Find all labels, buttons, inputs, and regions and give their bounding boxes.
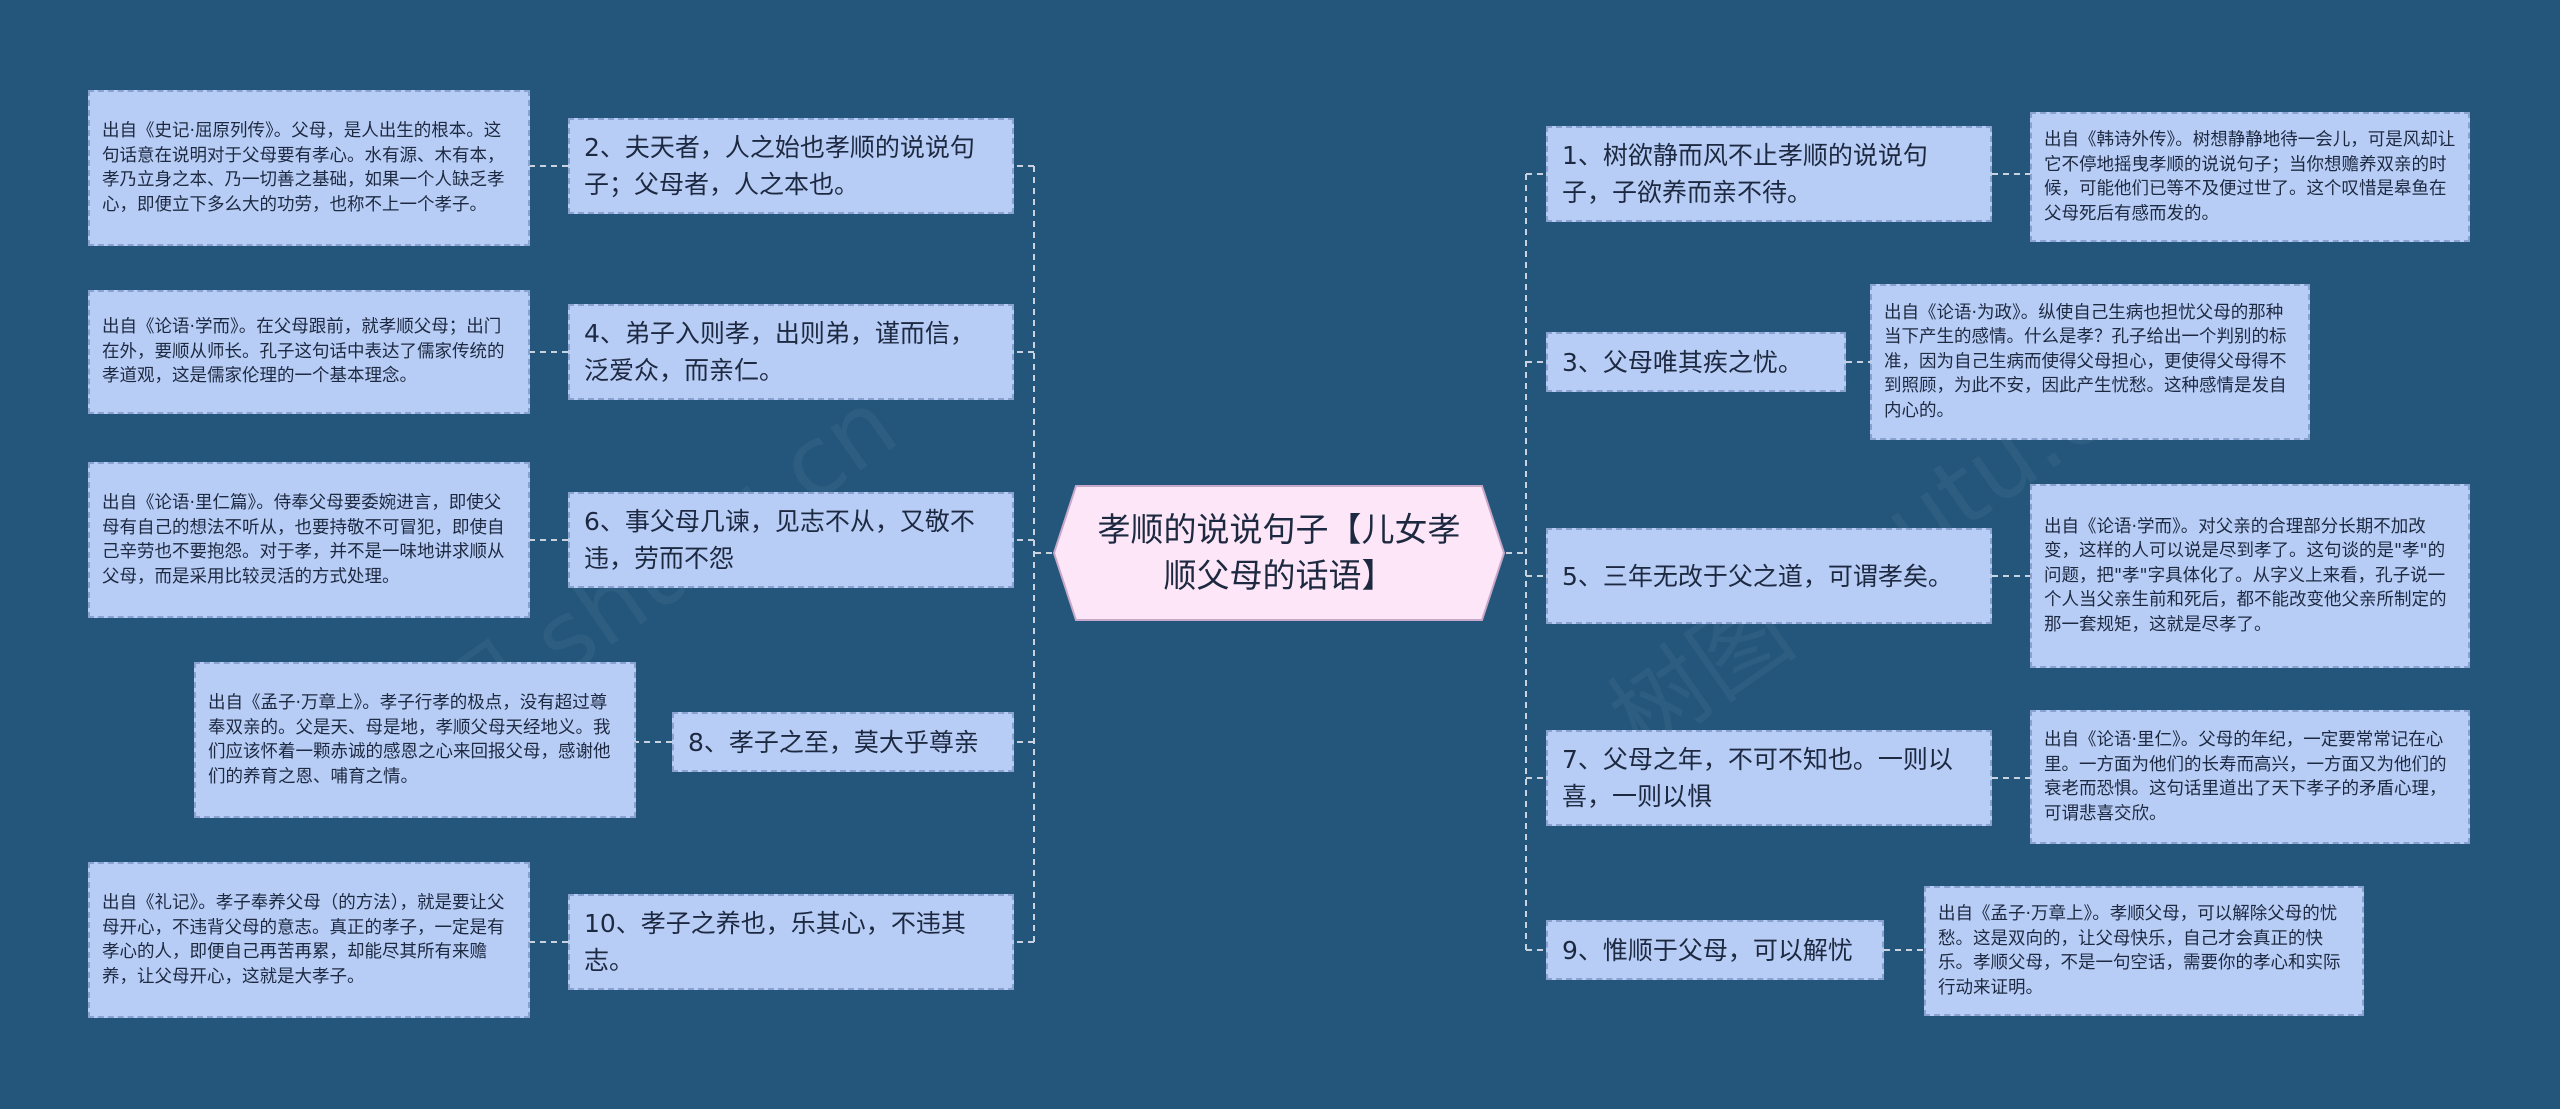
branch-text-9: 9、惟顺于父母，可以解忧 xyxy=(1562,935,1853,965)
detail-text-4: 出自《论语·学而》。在父母跟前，就孝顺父母；出门在外，要顺从师长。孔子这句话中表… xyxy=(102,317,505,387)
detail-text-3: 出自《论语·为政》。纵使自己生病也担忧父母的那种当下产生的感情。什么是孝？孔子给… xyxy=(1884,302,2287,421)
branch-node-8[interactable]: 8、孝子之至，莫大乎尊亲 xyxy=(672,712,1014,772)
branch-text-3: 3、父母唯其疾之忧。 xyxy=(1562,347,1803,377)
detail-text-1: 出自《韩诗外传》。树想静静地待一会儿，可是风却让它不停地摇曳孝顺的说说句子；当你… xyxy=(2044,130,2456,224)
detail-node-6[interactable]: 出自《论语·里仁篇》。侍奉父母要委婉进言，即使父母有自己的想法不听从，也要持敬不… xyxy=(88,462,530,618)
branch-node-6[interactable]: 6、事父母几谏，见志不从，又敬不违，劳而不怨 xyxy=(568,492,1014,588)
detail-text-6: 出自《论语·里仁篇》。侍奉父母要委婉进言，即使父母有自己的想法不听从，也要持敬不… xyxy=(102,493,505,587)
branch-node-3[interactable]: 3、父母唯其疾之忧。 xyxy=(1546,332,1846,392)
branch-node-9[interactable]: 9、惟顺于父母，可以解忧 xyxy=(1546,920,1884,980)
branch-text-1: 1、树欲静而风不止孝顺的说说句子，子欲养而亲不待。 xyxy=(1562,141,1928,207)
branch-node-7[interactable]: 7、父母之年，不可不知也。一则以喜，一则以惧 xyxy=(1546,730,1992,826)
branch-node-4[interactable]: 4、弟子入则孝，出则弟，谨而信，泛爱众，而亲仁。 xyxy=(568,304,1014,400)
central-topic[interactable]: 孝顺的说说句子【儿女孝顺父母的话语】 xyxy=(1052,484,1506,622)
detail-text-5: 出自《论语·学而》。对父亲的合理部分长期不加改变，这样的人可以说是尽到孝了。这句… xyxy=(2044,516,2447,635)
branch-node-2[interactable]: 2、夫天者，人之始也孝顺的说说句子；父母者，人之本也。 xyxy=(568,118,1014,214)
detail-text-7: 出自《论语·里仁》。父母的年纪，一定要常常记在心里。一方面为他们的长寿而高兴，一… xyxy=(2044,730,2447,824)
detail-node-7[interactable]: 出自《论语·里仁》。父母的年纪，一定要常常记在心里。一方面为他们的长寿而高兴，一… xyxy=(2030,710,2470,844)
detail-node-4[interactable]: 出自《论语·学而》。在父母跟前，就孝顺父母；出门在外，要顺从师长。孔子这句话中表… xyxy=(88,290,530,414)
detail-node-3[interactable]: 出自《论语·为政》。纵使自己生病也担忧父母的那种当下产生的感情。什么是孝？孔子给… xyxy=(1870,284,2310,440)
detail-node-8[interactable]: 出自《孟子·万章上》。孝子行孝的极点，没有超过尊奉双亲的。父是天、母是地，孝顺父… xyxy=(194,662,636,818)
detail-text-8: 出自《孟子·万章上》。孝子行孝的极点，没有超过尊奉双亲的。父是天、母是地，孝顺父… xyxy=(208,693,611,787)
branch-text-4: 4、弟子入则孝，出则弟，谨而信，泛爱众，而亲仁。 xyxy=(584,319,975,385)
branch-text-10: 10、孝子之养也，乐其心，不违其志。 xyxy=(584,909,966,975)
central-topic-shape xyxy=(1052,485,1506,621)
branch-text-7: 7、父母之年，不可不知也。一则以喜，一则以惧 xyxy=(1562,745,1953,811)
detail-text-2: 出自《史记·屈原列传》。父母，是人出生的根本。这句话意在说明对于父母要有孝心。水… xyxy=(102,121,505,215)
branch-text-5: 5、三年无改于父之道，可谓孝矣。 xyxy=(1562,561,1953,591)
detail-node-9[interactable]: 出自《孟子·万章上》。孝顺父母，可以解除父母的忧愁。这是双向的，让父母快乐，自己… xyxy=(1924,886,2364,1016)
detail-node-1[interactable]: 出自《韩诗外传》。树想静静地待一会儿，可是风却让它不停地摇曳孝顺的说说句子；当你… xyxy=(2030,112,2470,242)
central-topic-title: 孝顺的说说句子【儿女孝顺父母的话语】 xyxy=(1097,510,1461,595)
detail-node-5[interactable]: 出自《论语·学而》。对父亲的合理部分长期不加改变，这样的人可以说是尽到孝了。这句… xyxy=(2030,484,2470,668)
branch-node-1[interactable]: 1、树欲静而风不止孝顺的说说句子，子欲养而亲不待。 xyxy=(1546,126,1992,222)
branch-text-6: 6、事父母几谏，见志不从，又敬不违，劳而不怨 xyxy=(584,507,975,573)
branch-text-8: 8、孝子之至，莫大乎尊亲 xyxy=(688,727,979,757)
detail-text-9: 出自《孟子·万章上》。孝顺父母，可以解除父母的忧愁。这是双向的，让父母快乐，自己… xyxy=(1938,904,2341,998)
branch-text-2: 2、夫天者，人之始也孝顺的说说句子；父母者，人之本也。 xyxy=(584,133,975,199)
detail-node-10[interactable]: 出自《礼记》。孝子奉养父母（的方法），就是要让父母开心，不违背父母的意志。真正的… xyxy=(88,862,530,1018)
detail-text-10: 出自《礼记》。孝子奉养父母（的方法），就是要让父母开心，不违背父母的意志。真正的… xyxy=(102,893,505,987)
detail-node-2[interactable]: 出自《史记·屈原列传》。父母，是人出生的根本。这句话意在说明对于父母要有孝心。水… xyxy=(88,90,530,246)
branch-node-5[interactable]: 5、三年无改于父之道，可谓孝矣。 xyxy=(1546,528,1992,624)
branch-node-10[interactable]: 10、孝子之养也，乐其心，不违其志。 xyxy=(568,894,1014,990)
